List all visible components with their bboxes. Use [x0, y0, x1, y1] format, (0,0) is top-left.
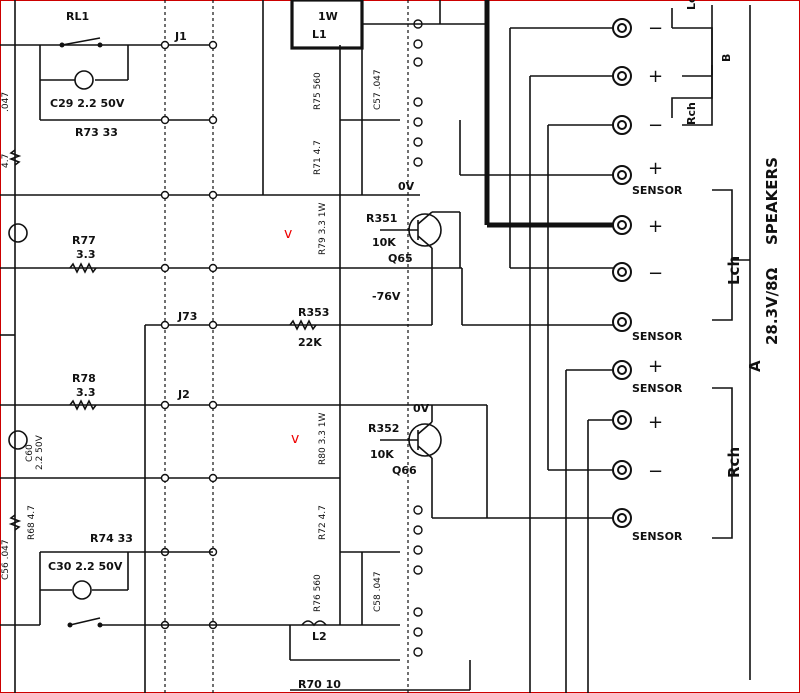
r68-label: R68 4.7 [27, 505, 37, 540]
connector-pins [160, 40, 218, 630]
sensor-label-1: SENSOR [632, 184, 683, 197]
r351-value: 10K [372, 236, 396, 249]
r78-resistor [69, 399, 97, 411]
term-a-rch-plus: + [648, 412, 663, 433]
r75-label: R75 560 [313, 72, 323, 110]
term-a-lch-minus: − [648, 263, 663, 284]
a-lch-label: Lch [725, 256, 743, 285]
speaker-wiring [400, 0, 622, 693]
connector-columns [144, 0, 432, 693]
c56-label: C56 .047 [1, 539, 11, 580]
r77-label: R77 [72, 234, 96, 247]
r78-value: 3.3 [76, 386, 96, 399]
l2-label: L2 [312, 630, 327, 643]
term-b-lch-plus: + [648, 66, 663, 87]
sensor-label-2: SENSOR [632, 330, 683, 343]
l1-label: L1 [312, 28, 327, 41]
c30-relay-group [39, 551, 340, 628]
r353-resistor [289, 319, 317, 331]
r74-label: R74 33 [90, 532, 133, 545]
a-rch-label: Rch [725, 447, 743, 478]
r73-label: R73 33 [75, 126, 118, 139]
c30-label: C30 2.2 50V [48, 560, 123, 573]
j73-label: J73 [177, 310, 197, 323]
channel-brackets [671, 5, 751, 680]
r351-label: R351 [366, 212, 397, 225]
sensor-label-4: SENSOR [632, 530, 683, 543]
term-b-rch-minus: − [648, 115, 663, 136]
relay-rl1-group [39, 37, 215, 121]
bottom-output-network [289, 551, 470, 691]
sensor-label-3: SENSOR [632, 382, 683, 395]
c58-label: C58 .047 [373, 571, 383, 612]
c55-label: .047 [1, 92, 11, 112]
l1-inductor-group [263, 0, 420, 625]
b-rch-label: Rch [685, 102, 698, 125]
relay-contacts-top [413, 19, 423, 167]
r70-label: R70 10 [298, 678, 341, 691]
c60-value: 2.2 50V [35, 434, 45, 470]
c29-label: C29 2.2 50V [50, 97, 125, 110]
r76-label: R76 560 [313, 574, 323, 612]
term-b-lch-minus: − [648, 18, 663, 39]
r77-value: 3.3 [76, 248, 96, 261]
check-annotation-2: v [291, 431, 299, 447]
relay-contacts-bottom [413, 505, 423, 657]
q66-transistor [340, 404, 487, 519]
r71-label: R71 4.7 [313, 140, 323, 175]
r353-value: 22K [298, 336, 322, 349]
speaker-terminals [612, 18, 632, 528]
r79-label: R79 3.3 1W [318, 203, 328, 255]
term-a-rch-plus-sensor: + [648, 356, 663, 377]
term-a-lch-plus: + [648, 216, 663, 237]
c60-label: C60 [25, 444, 35, 462]
r352-label: R352 [368, 422, 399, 435]
r77-resistor [69, 262, 97, 274]
neg76v-label: -76V [372, 290, 401, 303]
left-cap-symbol-top [8, 223, 28, 243]
r352-value: 10K [370, 448, 394, 461]
v0-bottom-label: 0V [413, 402, 430, 415]
speakers-title: SPEAKERS [763, 157, 781, 245]
rl1-label: RL1 [66, 10, 89, 23]
q65-label: Q65 [388, 252, 413, 265]
q65-transistor [380, 211, 461, 325]
v0-top-label: 0V [398, 180, 415, 193]
r78-label: R78 [72, 372, 96, 385]
r72-label: R72 4.7 [318, 505, 328, 540]
c60-symbol [8, 430, 28, 450]
q66-label: Q66 [392, 464, 417, 477]
j2-label: J2 [177, 388, 190, 401]
speakers-spec: 28.3V/8Ω [763, 267, 781, 345]
b-group-label: B [720, 54, 733, 62]
check-annotation-1: v [284, 226, 292, 242]
j1-label: J1 [174, 30, 187, 43]
c57-label: C57 .047 [373, 69, 383, 110]
c29-symbol [74, 70, 94, 90]
r67-label: 4.7 [1, 154, 11, 168]
r353-label: R353 [298, 306, 329, 319]
term-b-rch-plus: + [648, 158, 663, 179]
a-group-label: A [746, 360, 764, 372]
b-lch-label: Lch [685, 0, 698, 10]
term-a-rch-minus: − [648, 461, 663, 482]
r80-label: R80 3.3 1W [318, 413, 328, 465]
lw-label: 1W [318, 10, 338, 23]
c30-symbol [72, 580, 92, 600]
left-edge-circuitry [0, 0, 462, 693]
